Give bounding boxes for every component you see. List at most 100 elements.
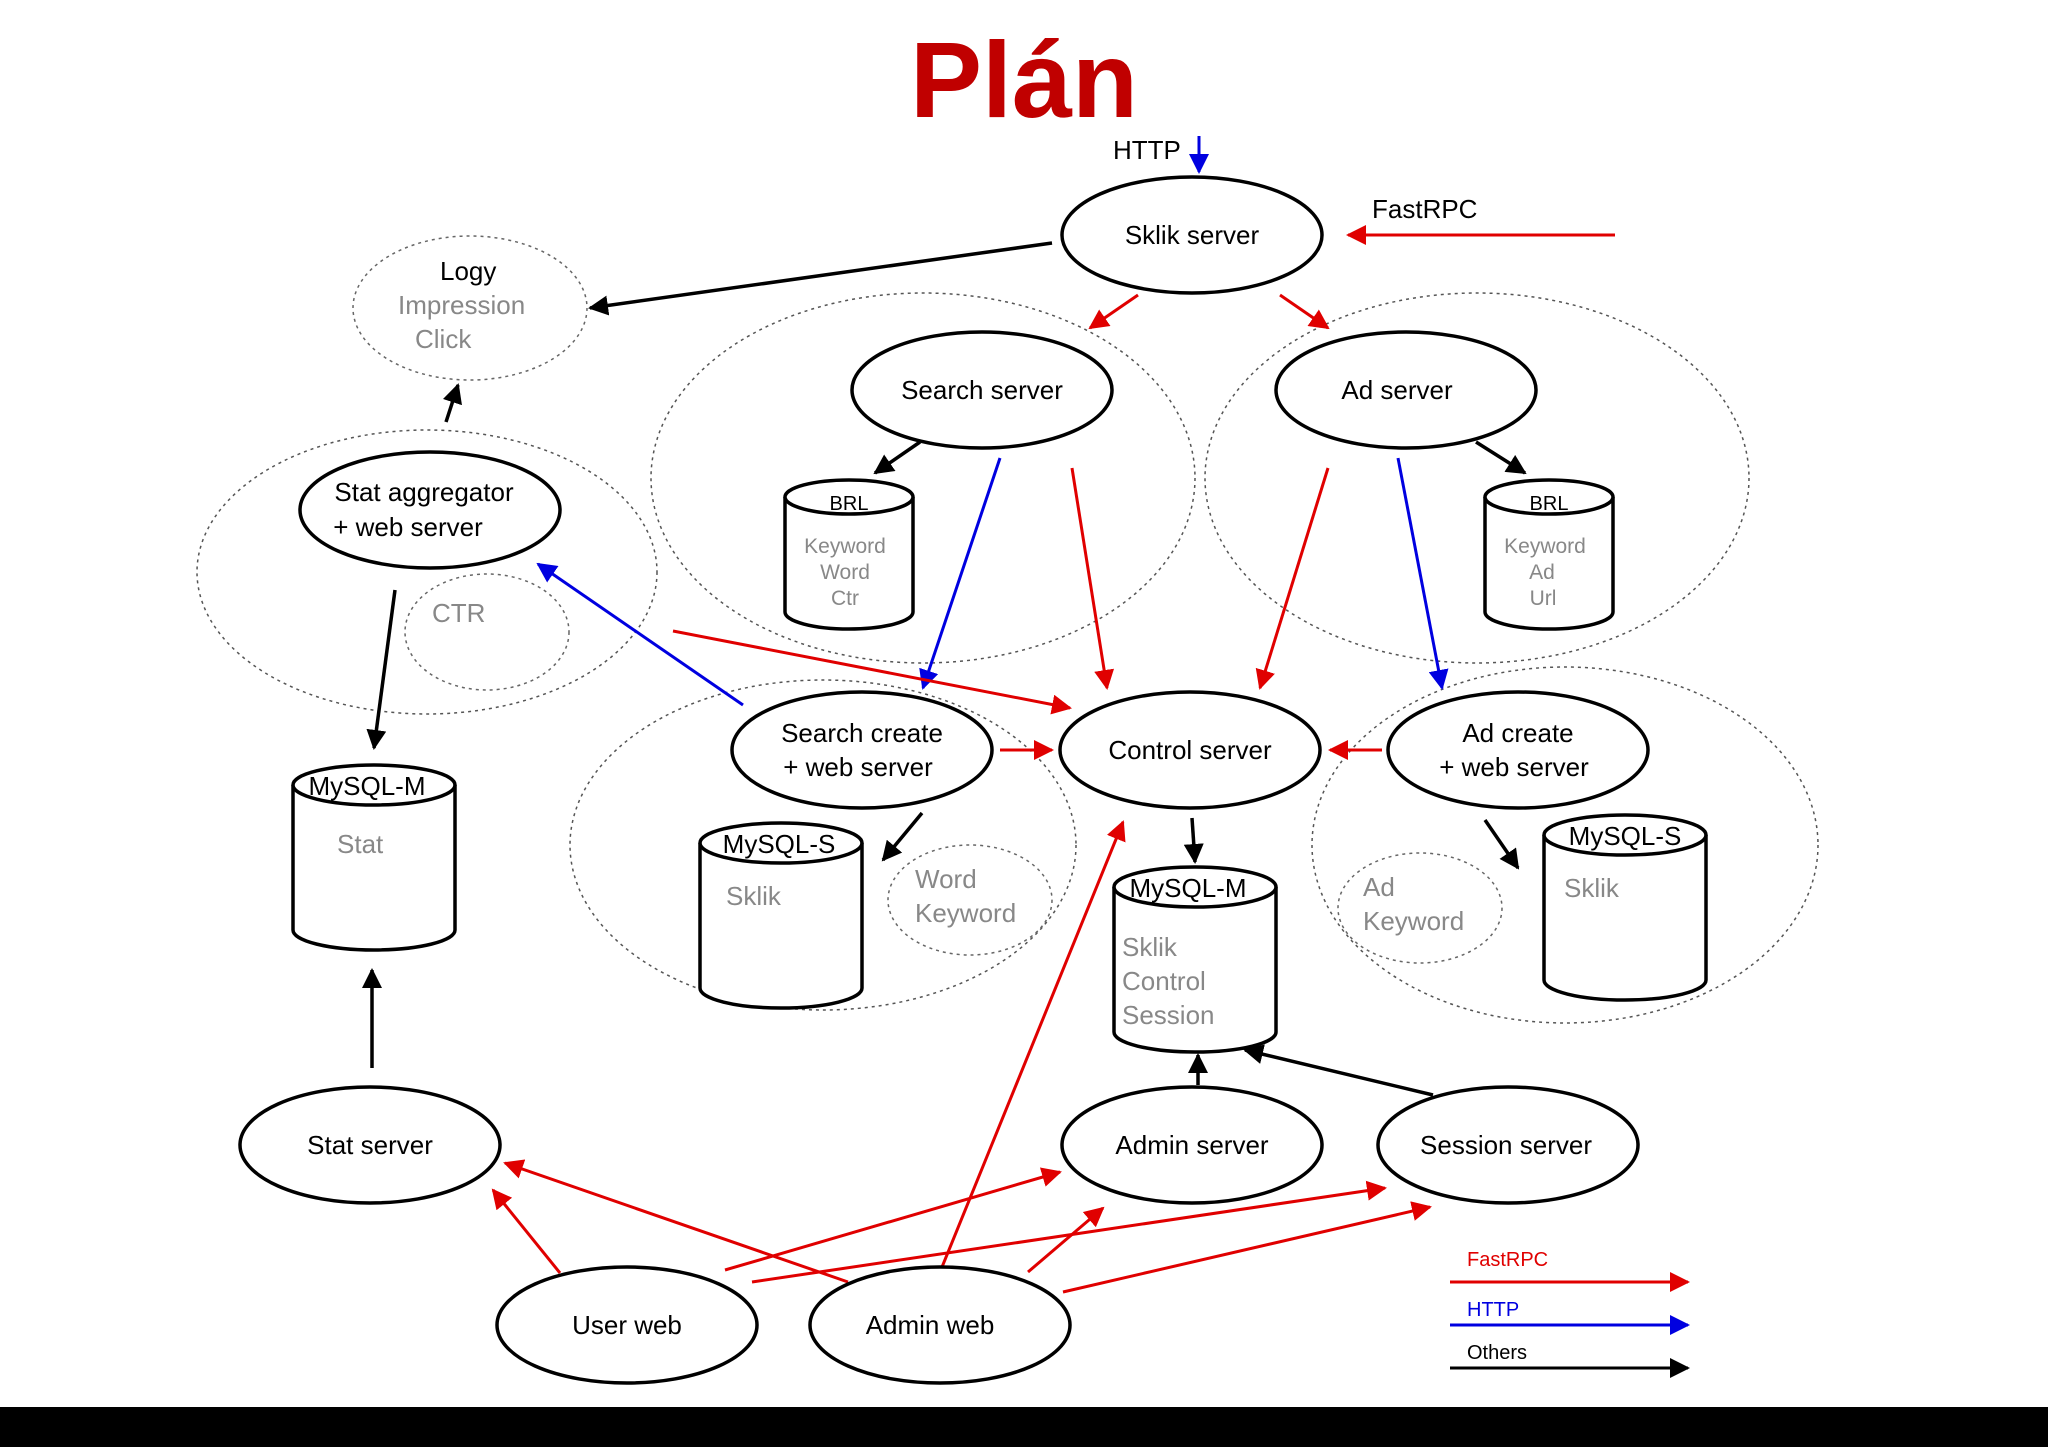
arrow-sklik-to-ad [1279, 293, 1330, 330]
search-group [650, 292, 1196, 664]
stat-aggregator-label-1: Stat aggregator [334, 477, 514, 507]
ctr-node: CTR [404, 573, 570, 691]
control-server-label: Control server [1108, 735, 1272, 765]
brl-ad-item-1: Ad [1529, 561, 1555, 584]
arrow-ad-http [1396, 457, 1449, 690]
legend-http-label: HTTP [1467, 1299, 1519, 1321]
search-create-group [569, 679, 1077, 1011]
arrow-ad-create-to-mysql [1483, 819, 1520, 870]
mysql-ad-name: MySQL-S [1569, 821, 1682, 851]
brl-ad-item-2: Url [1530, 587, 1557, 610]
arrow-control-to-mysql [1183, 817, 1204, 864]
search-create-label-2: + web server [783, 752, 933, 782]
mysql-search-name: MySQL-S [723, 829, 836, 859]
ctr-label: CTR [432, 598, 485, 628]
stat-server-node[interactable]: Stat server [238, 1085, 502, 1205]
arrow-search-create-to-stat-agg [536, 562, 744, 707]
architecture-diagram: HTTP FastRPC Logy Impression Click Sklik… [196, 135, 1819, 1385]
logs-item-click: Click [415, 324, 472, 354]
brl-search-db: BRL Keyword Word Ctr [783, 478, 915, 631]
arrow-adminweb-to-control [938, 820, 1126, 1273]
brl-search-name: BRL [830, 493, 869, 515]
ad-server-label: Ad server [1341, 375, 1453, 405]
arrow-stat-agg-to-logs [442, 383, 462, 423]
search-server-node[interactable]: Search server [850, 330, 1114, 450]
admin-web-node[interactable]: Admin web [808, 1265, 1072, 1385]
word-keyword-label-2: Keyword [915, 898, 1016, 928]
arrow-sklik-to-logs [588, 241, 1053, 316]
arrow-search-to-brl [873, 440, 921, 475]
mysql-stat-name: MySQL-M [309, 771, 426, 801]
user-web-label: User web [572, 1310, 682, 1340]
word-keyword-label-1: Word [915, 864, 977, 894]
arrow-search-create-to-mysql [881, 811, 924, 862]
bottom-bar [0, 1407, 2048, 1447]
arrow-search-http [919, 457, 1002, 690]
page-title: Plán [909, 19, 1139, 140]
logs-title: Logy [440, 256, 496, 286]
control-server-node[interactable]: Control server [1058, 690, 1322, 810]
ad-keyword-label-2: Keyword [1363, 906, 1464, 936]
admin-server-node[interactable]: Admin server [1060, 1085, 1324, 1205]
brl-search-item-2: Ctr [831, 587, 859, 610]
arrow-userweb-to-stat [491, 1188, 562, 1274]
search-create-label-1: Search create [781, 718, 943, 748]
session-server-label: Session server [1420, 1130, 1592, 1160]
arrow-stat-agg-to-mysql-stat [366, 589, 397, 750]
ad-create-node[interactable]: Ad create + web server [1386, 690, 1650, 810]
word-keyword-node: Word Keyword [887, 844, 1053, 956]
search-server-label: Search server [901, 375, 1063, 405]
stat-aggregator-group [196, 429, 658, 715]
brl-ad-item-0: Keyword [1504, 535, 1586, 558]
mysql-control-item-1: Control [1122, 966, 1206, 996]
brl-ad-db: BRL Keyword Ad Url [1483, 478, 1615, 631]
stat-aggregator-node[interactable]: Stat aggregator + web server [298, 450, 562, 570]
ad-create-label-1: Ad create [1462, 718, 1573, 748]
arrow-sklik-to-search [1088, 293, 1139, 330]
sklik-server-label: Sklik server [1125, 220, 1260, 250]
mysql-control-name: MySQL-M [1130, 873, 1247, 903]
arrow-search-to-control [1070, 467, 1115, 690]
sklik-server-node[interactable]: Sklik server [1060, 175, 1324, 295]
legend-fastrpc-label: FastRPC [1467, 1249, 1548, 1271]
http-label: HTTP [1113, 135, 1181, 165]
mysql-stat-item-0: Stat [337, 829, 384, 859]
brl-search-item-0: Keyword [804, 535, 886, 558]
user-web-node[interactable]: User web [495, 1265, 759, 1385]
stat-aggregator-label-2: + web server [333, 512, 483, 542]
fastrpc-label: FastRPC [1372, 194, 1477, 224]
arrow-userweb-to-session [751, 1180, 1387, 1284]
mysql-search-item-0: Sklik [726, 881, 782, 911]
arrow-ad-to-brl [1475, 440, 1527, 475]
mysql-control-db: MySQL-M Sklik Control Session [1112, 865, 1278, 1054]
logs-node: Logy Impression Click [352, 235, 588, 381]
mysql-stat-db: MySQL-M Stat [291, 763, 457, 952]
legend: FastRPC HTTP Others [1450, 1249, 1690, 1378]
mysql-control-item-0: Sklik [1122, 932, 1178, 962]
ad-keyword-label-1: Ad [1363, 872, 1395, 902]
slide: Plán [0, 0, 2048, 1407]
arrow-stat-agg-to-control [672, 629, 1072, 715]
legend-others-label: Others [1467, 1342, 1527, 1364]
admin-server-label: Admin server [1115, 1130, 1268, 1160]
session-server-node[interactable]: Session server [1376, 1085, 1640, 1205]
mysql-ad-db: MySQL-S Sklik [1542, 813, 1708, 1002]
arrow-adminweb-to-admin [1027, 1206, 1105, 1274]
brl-search-item-1: Word [820, 561, 870, 584]
ad-keyword-node: Ad Keyword [1337, 852, 1503, 964]
search-create-node[interactable]: Search create + web server [730, 690, 994, 810]
logs-item-impression: Impression [398, 290, 525, 320]
arrow-userweb-to-admin [724, 1167, 1062, 1272]
mysql-control-item-2: Session [1122, 1000, 1215, 1030]
ad-create-label-2: + web server [1439, 752, 1589, 782]
ad-group [1204, 292, 1750, 664]
mysql-search-db: MySQL-S Sklik [698, 821, 864, 1010]
arrow-ad-to-control [1255, 467, 1330, 690]
brl-ad-name: BRL [1530, 493, 1569, 515]
ad-server-node[interactable]: Ad server [1274, 330, 1538, 450]
stat-server-label: Stat server [307, 1130, 433, 1160]
ad-create-group [1311, 666, 1819, 1024]
admin-web-label: Admin web [866, 1310, 995, 1340]
mysql-ad-item-0: Sklik [1564, 873, 1620, 903]
arrow-session-to-mysql [1243, 1044, 1434, 1097]
